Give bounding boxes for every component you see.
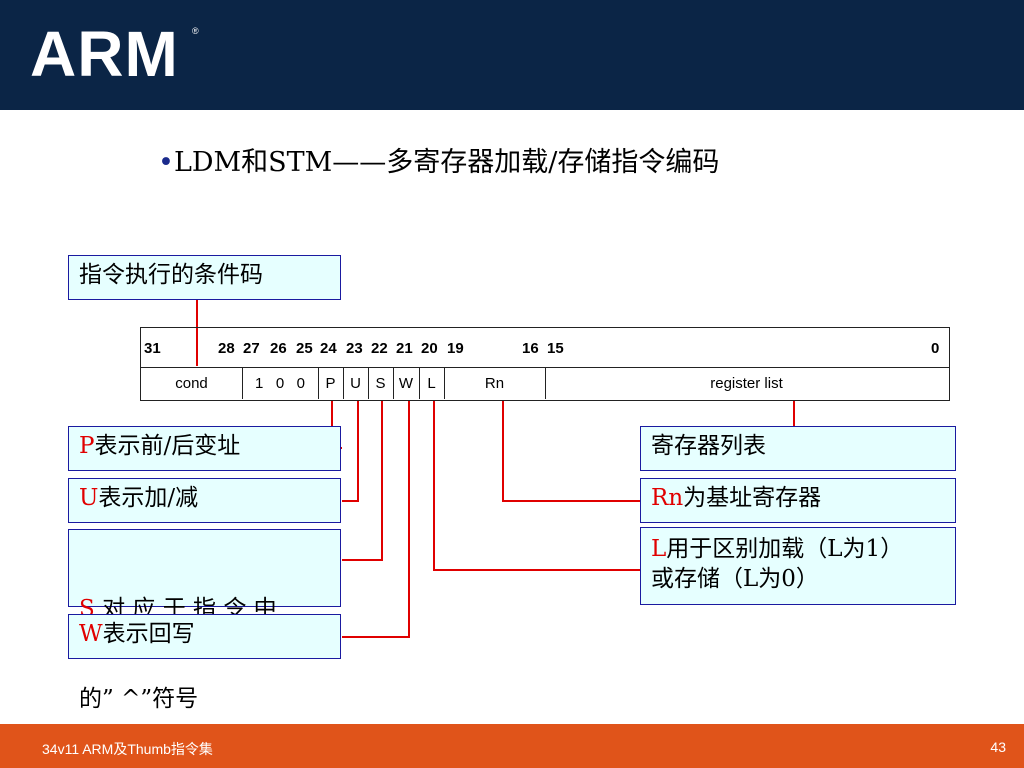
bit-21: 21 (396, 340, 413, 357)
w-note-text: 表示回写 (102, 621, 195, 647)
bit-16: 16 (522, 340, 539, 357)
u-connector (342, 401, 359, 502)
bit-27: 27 (243, 340, 260, 357)
bit-20: 20 (421, 340, 438, 357)
title-bullet: • (158, 147, 174, 178)
title-text: LDM和STM——多寄存器加载/存储指令编码 (173, 147, 720, 178)
field-divider (368, 368, 369, 399)
u-note-text: 表示加/减 (98, 485, 199, 511)
p-note-key: P (79, 433, 95, 459)
bit-31: 31 (144, 340, 161, 357)
arm-logo: ARM (30, 18, 179, 90)
field-divider (545, 368, 546, 399)
rn-note-text: 为基址寄存器 (683, 485, 822, 511)
w-note-key: W (79, 621, 103, 647)
field-rn: Rn (484, 375, 505, 392)
l-note-line2: 或存储（L为0） (651, 566, 819, 592)
bit-25: 25 (296, 340, 313, 357)
reglist-note-text: 寄存器列表 (651, 433, 766, 459)
field-divider (242, 368, 243, 399)
bit-26: 26 (270, 340, 287, 357)
field-cond: cond (175, 375, 208, 392)
s-note-line2: 的” ^”符号 (79, 686, 199, 712)
bit-28: 28 (218, 340, 235, 357)
field-s: S (375, 375, 386, 392)
rn-connector (502, 401, 640, 502)
bit-19: 19 (447, 340, 464, 357)
footer-bar: 34v11 ARM及Thumb指令集 43 (0, 724, 1024, 768)
field-w: W (398, 375, 414, 392)
field-l: L (427, 375, 436, 392)
field-divider (393, 368, 394, 399)
l-note-key: L (651, 536, 667, 562)
field-divider (318, 368, 319, 399)
s-connector (342, 401, 383, 561)
rn-note: Rn为基址寄存器 (640, 478, 956, 523)
field-p: P (325, 375, 336, 392)
bit-23: 23 (346, 340, 363, 357)
field-divider (343, 368, 344, 399)
page-number: 43 (990, 739, 1006, 755)
registered-mark: ® (192, 26, 199, 36)
header-bar: ARM ® (0, 0, 1024, 110)
u-note-key: U (79, 485, 99, 511)
p-note-text: 表示前/后变址 (94, 433, 241, 459)
cond-note: 指令执行的条件码 (68, 255, 341, 300)
bit-22: 22 (371, 340, 388, 357)
bit-24: 24 (320, 340, 337, 357)
p-note: P表示前/后变址 (68, 426, 341, 471)
l-connector (433, 401, 640, 571)
field-u: U (350, 375, 361, 392)
instruction-encoding: 31 28 27 26 25 24 23 22 21 20 19 16 15 0… (140, 327, 950, 401)
field-register-list: register list (710, 375, 783, 392)
u-note: U表示加/减 (68, 478, 341, 523)
reglist-note: 寄存器列表 (640, 426, 956, 471)
field-opcode-100: 1 0 0 (254, 375, 306, 392)
bit-0: 0 (931, 340, 940, 357)
w-connector (342, 401, 410, 638)
w-note: W表示回写 (68, 614, 341, 659)
bit-numbers-row: 31 28 27 26 25 24 23 22 21 20 19 16 15 0 (140, 327, 950, 367)
footer-course-title: 34v11 ARM及Thumb指令集 (42, 741, 213, 757)
rn-note-key: Rn (651, 485, 684, 511)
s-note: S 对 应 于 指 令 中 的” ^”符号 (68, 529, 341, 712)
field-divider (419, 368, 420, 399)
slide-title: •LDM和STM——多寄存器加载/存储指令编码 (158, 140, 719, 179)
cond-note-text: 指令执行的条件码 (79, 262, 263, 288)
bit-15: 15 (547, 340, 564, 357)
l-note: L用于区别加载（L为1） 或存储（L为0） (640, 527, 956, 605)
field-divider (444, 368, 445, 399)
field-row: cond 1 0 0 P U S W L Rn register list (140, 367, 950, 401)
l-note-line1: 用于区别加载（L为1） (666, 536, 904, 562)
